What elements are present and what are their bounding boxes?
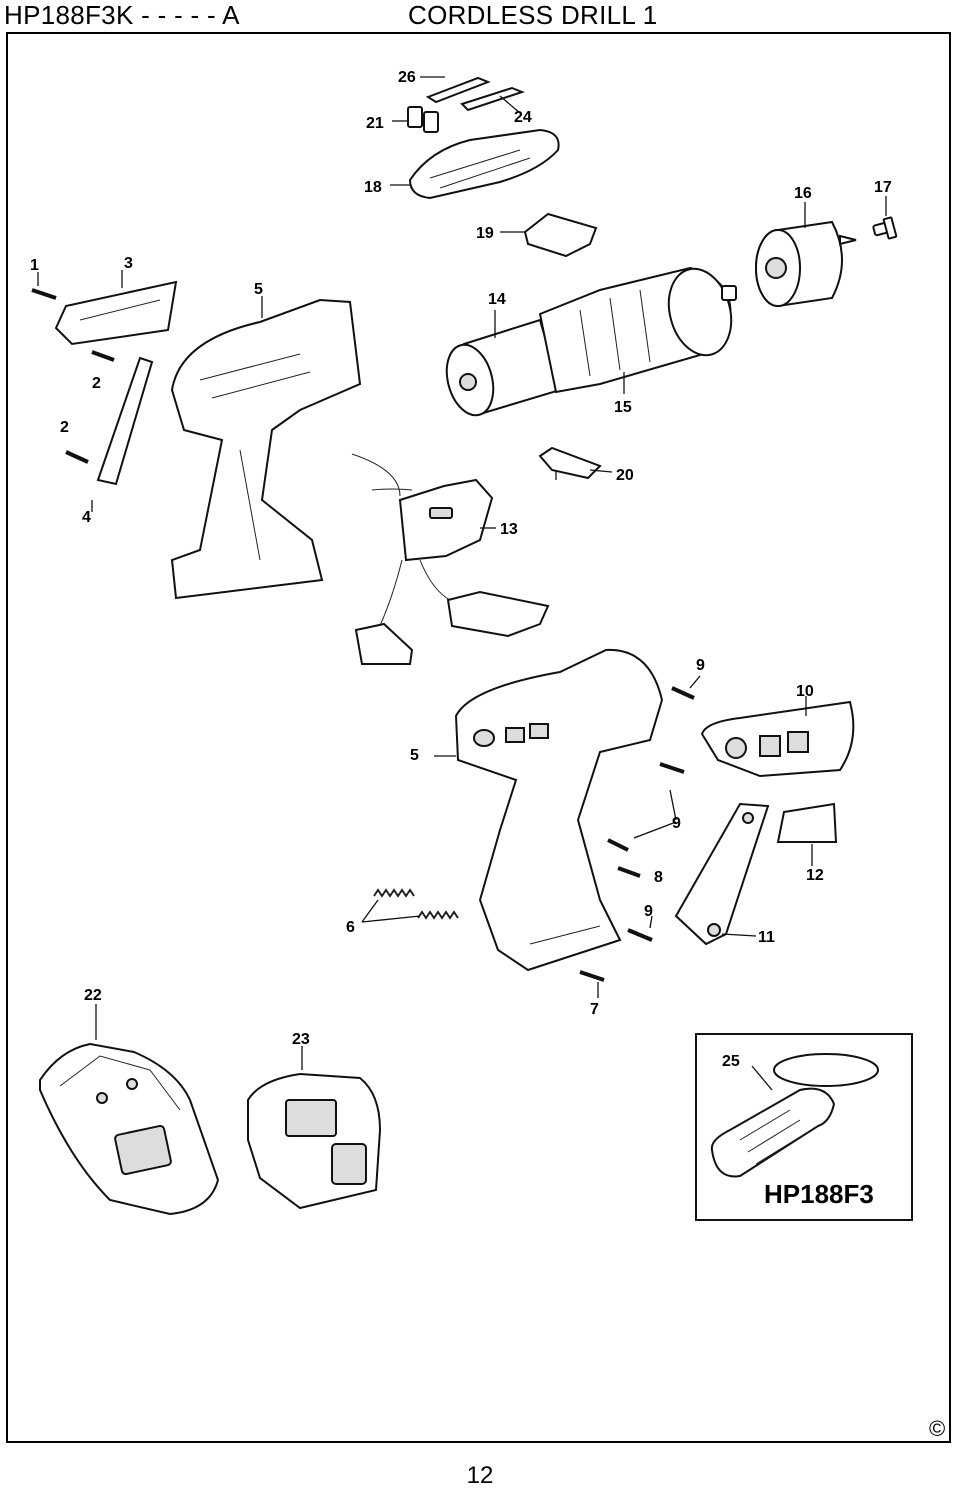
callout-3: 3: [124, 255, 133, 272]
diagram-frame: [6, 32, 951, 1443]
part-24-bit: [460, 86, 525, 114]
callout-23: 23: [292, 1031, 310, 1048]
copyright-symbol: ©: [929, 1416, 946, 1441]
callout-10: 10: [796, 683, 814, 700]
callout-1: 1: [30, 257, 39, 274]
part-11-side-strap: [674, 802, 770, 946]
callout-4: 4: [82, 509, 91, 526]
callout-9-bottom: 9: [644, 903, 653, 920]
callout-26: 26: [398, 69, 416, 86]
callout-12: 12: [806, 867, 824, 884]
part-22-charger: [39, 1004, 220, 1216]
callout-labels: 26 21 24 18 16 17 19 1 3 5 14 2 15 2 20 …: [30, 69, 892, 1070]
callout-16: 16: [794, 185, 812, 202]
part-6-springs: [361, 888, 459, 923]
page-title: CORDLESS DRILL 1: [408, 0, 658, 30]
callout-2-upper: 2: [92, 375, 101, 392]
part-2-screws: [65, 350, 115, 464]
callout-14: 14: [488, 291, 506, 308]
callout-13: 13: [500, 521, 518, 538]
callout-25: 25: [722, 1053, 740, 1070]
callout-9-top: 9: [696, 657, 705, 674]
part-13-switch: [351, 453, 550, 665]
callout-17: 17: [874, 179, 892, 196]
callout-7: 7: [590, 1001, 599, 1018]
model-code: HP188F3K - - - - - A: [4, 0, 240, 30]
part-9-screws: [607, 675, 701, 942]
part-14-motor: [445, 310, 562, 417]
callout-2-lower: 2: [60, 419, 69, 436]
page-number: 12: [466, 1462, 494, 1489]
part-3-housing-clip: [54, 270, 178, 346]
part-20-led-holder: [538, 446, 613, 480]
callout-21: 21: [366, 115, 384, 132]
callout-5-lower: 5: [410, 747, 419, 764]
callout-11: 11: [758, 929, 775, 946]
part-23-battery: [247, 1046, 382, 1210]
callout-18: 18: [364, 179, 382, 196]
part-5-housing-half-right: [434, 648, 664, 972]
callout-5-upper: 5: [254, 281, 263, 298]
callout-20: 20: [616, 467, 634, 484]
part-19-switch-button: [500, 212, 598, 258]
part-4-side-strap: [91, 356, 154, 512]
part-18-bit-holder: [390, 128, 560, 200]
callout-15: 15: [614, 399, 632, 416]
part-16-chuck: [755, 202, 857, 308]
part-8-screw: [617, 866, 641, 878]
part-25-side-handle: [710, 1053, 879, 1178]
part-15-gearbox: [538, 266, 737, 394]
part-5-housing-half-left: [170, 296, 362, 600]
part-26-bit: [420, 76, 491, 104]
callout-24: 24: [514, 109, 532, 126]
part-21-bit-clips: [392, 106, 439, 133]
callout-6: 6: [346, 919, 355, 936]
callout-19: 19: [476, 225, 494, 242]
callout-9-middle: 9: [672, 815, 681, 832]
callout-8: 8: [654, 869, 663, 886]
part-7-screw: [579, 970, 605, 998]
callout-22: 22: [84, 987, 102, 1004]
part-12-label: [776, 802, 838, 866]
part-10-top-cover: [700, 696, 855, 778]
part-17-chuck-screw: [872, 196, 898, 240]
part-1-screw: [31, 272, 57, 300]
accessory-model-label: HP188F3: [764, 1179, 874, 1209]
